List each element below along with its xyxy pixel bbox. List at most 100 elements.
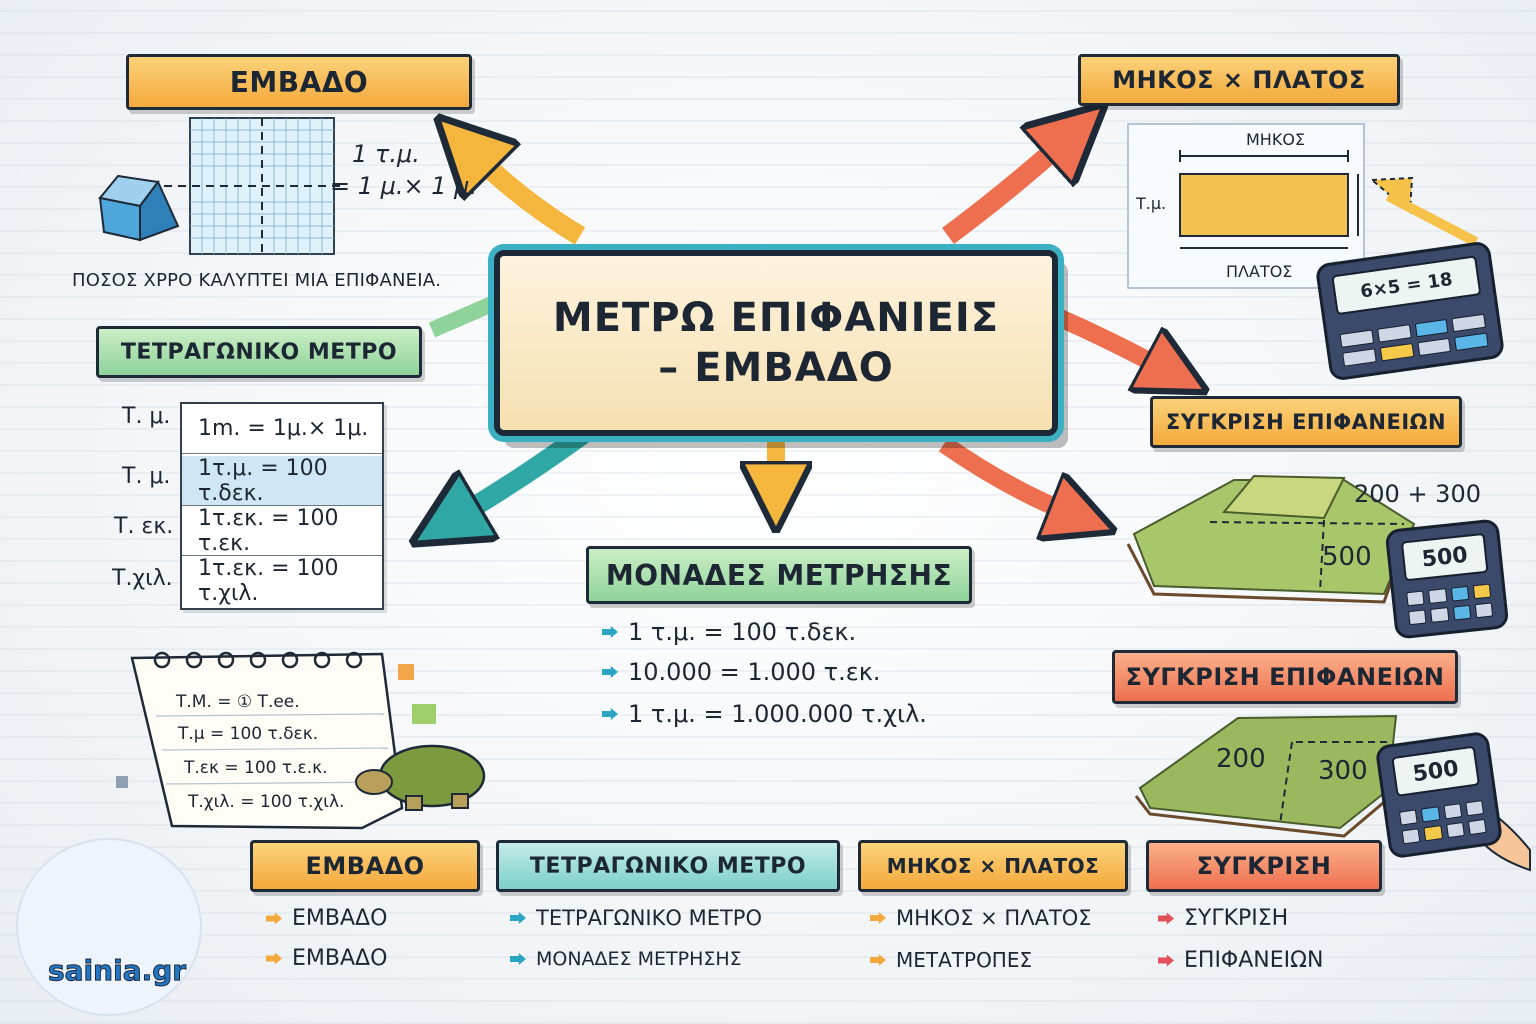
units-item: 1 τ.μ. = 1.000.000 τ.χιλ. <box>628 700 927 728</box>
list-item: ΕΠΙΦΑΝΕΙΩΝ <box>1158 948 1323 973</box>
calculator-icon: 6×5 = 18 <box>1314 240 1506 382</box>
calc-display: 500 <box>1400 532 1489 582</box>
arrow-bullet-icon <box>1158 912 1174 925</box>
area-label-line2: = 1 μ.× 1 μ. <box>330 172 478 200</box>
notepad-row: Τ.εκ = 100 τ.ε.κ. <box>184 758 328 778</box>
arrow-bullet-icon <box>266 912 282 925</box>
arrow-bullet-icon <box>510 953 526 965</box>
decor-squares <box>116 664 436 788</box>
table-unit: Τ. μ. <box>122 404 171 429</box>
table-unit: Τ. εκ. <box>114 514 174 539</box>
table-row: 1m. = 1μ.× 1μ. <box>182 404 382 454</box>
central-title-box: ΜΕΤΡΩ ΕΠΙΦΑΝΙΕΙΣ – ΕΜΒΑΔΟ <box>494 250 1058 436</box>
ribbon-square-meter-label: ΤΕΤΡΑΓΩΝΙΚΟ ΜΕΤΡΟ <box>120 339 398 365</box>
ribbon-units-label: ΜΟΝΑΔΕΣ ΜΕΤΡΗΣΗΣ <box>605 558 953 592</box>
arrow-bullet-icon <box>1158 954 1174 967</box>
calc-display: 6×5 = 18 <box>1331 255 1482 316</box>
units-item: 10.000 = 1.000 τ.εκ. <box>628 658 881 686</box>
length-width-diagram <box>1127 123 1479 289</box>
width-label: ΠΛΑΤΟΣ <box>1226 262 1293 281</box>
bottom-ribbon-label: ΤΕΤΡΑΓΩΝΙΚΟ ΜΕΤΡΟ <box>529 853 807 879</box>
arrow-to-length-width <box>942 136 1070 245</box>
bottom-item: ΕΠΙΦΑΝΕΙΩΝ <box>1184 948 1324 973</box>
cube-icon <box>98 174 180 242</box>
table-eq: 1τ.εκ. = 100 τ.χιλ. <box>198 556 339 606</box>
arrow-bullet-icon <box>870 912 886 924</box>
notepad-row: Τ.χιλ. = 100 τ.χιλ. <box>188 792 345 812</box>
compare2-part-b: 300 <box>1318 756 1368 786</box>
arrow-to-area <box>470 150 586 245</box>
notepad-row: Τ.μ = 100 τ.δεκ. <box>178 724 319 744</box>
title-line-2: – ΕΜΒΑΔΟ <box>658 345 894 391</box>
list-item: ΕΜΒΑΔΟ <box>266 946 387 971</box>
ribbon-compare-1-label: ΣΥΓΚΡΙΣΗ ΕΠΙΦΑΝΕΙΩΝ <box>1165 410 1447 434</box>
ribbon-compare-2-label: ΣΥΓΚΡΙΣΗ ΕΠΙΦΑΝΕΙΩΝ <box>1125 663 1445 691</box>
sainia-logo[interactable] <box>16 838 202 1016</box>
table-row: 1τ.εκ. = 100 τ.χιλ. <box>182 556 382 606</box>
table-row: 1τ.εκ. = 100 τ.εκ. <box>182 506 382 556</box>
list-item: ΣΥΓΚΡΙΣΗ <box>1158 906 1288 931</box>
ribbon-length-width: ΜΗΚΟΣ × ΠΛΑΤΟΣ <box>1078 54 1400 106</box>
calculator-icon: 500 <box>1374 730 1504 860</box>
logo-text: sainia.gr <box>47 954 187 988</box>
arrow-bullet-icon <box>510 912 526 924</box>
area-grid <box>164 117 340 255</box>
ribbon-area-label: ΕΜΒΑΔΟ <box>229 65 369 99</box>
bottom-ribbon-length-width: ΜΗΚΟΣ × ΠΛΑΤΟΣ <box>858 840 1128 892</box>
bottom-item: ΜΟΝΑΔΕΣ ΜΕΤΡΗΣΗΣ <box>536 948 742 970</box>
ribbon-area: ΕΜΒΑΔΟ <box>126 54 472 110</box>
arrow-bullet-icon <box>602 666 618 678</box>
arrow-to-compare1 <box>1056 309 1170 372</box>
bottom-item: ΤΕΤΡΑΓΩΝΙΚΟ ΜΕΤΡΟ <box>536 906 762 930</box>
bottom-item: ΜΕΤΑΤΡΟΠΕΣ <box>896 948 1033 972</box>
bottom-item: ΣΥΓΚΡΙΣΗ <box>1184 906 1289 931</box>
list-item: 10.000 = 1.000 τ.εκ. <box>602 658 881 686</box>
ribbon-compare-2: ΣΥΓΚΡΙΣΗ ΕΠΙΦΑΝΕΙΩΝ <box>1112 650 1458 704</box>
compare1-sum: 200 + 300 <box>1354 480 1481 508</box>
bottom-ribbon-area: ΕΜΒΑΔΟ <box>250 840 480 892</box>
arrow-to-square-meter <box>428 296 496 338</box>
bottom-ribbon-label: ΜΗΚΟΣ × ΠΛΑΤΟΣ <box>886 854 1100 878</box>
bottom-item: ΕΜΒΑΔΟ <box>292 946 388 971</box>
area-label-line1: 1 τ.μ. <box>352 140 420 168</box>
calculator-icon: 500 <box>1384 518 1510 640</box>
area-caption: ΠΟΣΟΣ ΧΡΡΟ ΚΑΛΥΠΤΕΙ ΜΙΑ ΕΠΙΦΑΝΕΙΑ. <box>72 270 442 291</box>
list-item: ΜΗΚΟΣ × ΠΛΑΤΟΣ <box>870 906 1092 930</box>
bottom-ribbon-compare: ΣΥΓΚΡΙΣΗ <box>1146 840 1382 892</box>
compare1-field-value: 500 <box>1322 542 1372 572</box>
unit-label: Τ.μ. <box>1136 194 1167 213</box>
length-label: ΜΗΚΟΣ <box>1246 130 1306 149</box>
bottom-ribbon-label: ΣΥΓΚΡΙΣΗ <box>1196 852 1332 880</box>
notepad-illustration <box>130 651 404 830</box>
bottom-ribbon-label: ΕΜΒΑΔΟ <box>305 852 425 880</box>
bottom-item: ΕΜΒΑΔΟ <box>292 906 388 931</box>
notepad-row: Τ.Μ. = ① Τ.ee. <box>176 692 300 712</box>
list-item: 1 τ.μ. = 1.000.000 τ.χιλ. <box>602 700 927 728</box>
arrow-bullet-icon <box>266 952 282 965</box>
turtle-icon <box>355 744 486 811</box>
table-unit: Τ. μ. <box>122 464 171 489</box>
bottom-ribbon-square-meter: ΤΕΤΡΑΓΩΝΙΚΟ ΜΕΤΡΟ <box>496 840 840 892</box>
field-illustration-1 <box>1126 474 1416 604</box>
units-item: 1 τ.μ. = 100 τ.δεκ. <box>628 618 857 646</box>
ribbon-compare-1: ΣΥΓΚΡΙΣΗ ΕΠΙΦΑΝΕΙΩΝ <box>1150 396 1462 448</box>
arrow-bullet-icon <box>870 954 886 966</box>
arrow-bullet-icon <box>602 708 618 720</box>
list-item: ΜΕΤΑΤΡΟΠΕΣ <box>870 948 1032 972</box>
table-eq: 1m. = 1μ.× 1μ. <box>198 416 369 441</box>
list-item: ΕΜΒΑΔΟ <box>266 906 387 931</box>
list-item: ΤΕΤΡΑΓΩΝΙΚΟ ΜΕΤΡΟ <box>510 906 762 930</box>
calc-display: 500 <box>1391 745 1481 797</box>
arrow-bullet-icon <box>602 626 618 638</box>
ribbon-length-width-label: ΜΗΚΟΣ × ΠΛΑΤΟΣ <box>1112 66 1366 94</box>
compare2-part-a: 200 <box>1216 744 1266 774</box>
ribbon-square-meter: ΤΕΤΡΑΓΩΝΙΚΟ ΜΕΤΡΟ <box>96 326 422 378</box>
list-item: 1 τ.μ. = 100 τ.δεκ. <box>602 618 856 646</box>
table-eq: 1τ.εκ. = 100 τ.εκ. <box>198 505 339 556</box>
arrow-to-compare2 <box>938 436 1076 516</box>
title-line-1: ΜΕΤΡΩ ΕΠΙΦΑΝΙΕΙΣ <box>552 295 1000 341</box>
arrow-to-table <box>452 423 592 520</box>
list-item: ΜΟΝΑΔΕΣ ΜΕΤΡΗΣΗΣ <box>510 948 742 970</box>
table-eq: 1τ.μ. = 100 τ.δεκ. <box>198 455 328 506</box>
table-row: 1τ.μ. = 100 τ.δεκ. <box>182 456 382 506</box>
